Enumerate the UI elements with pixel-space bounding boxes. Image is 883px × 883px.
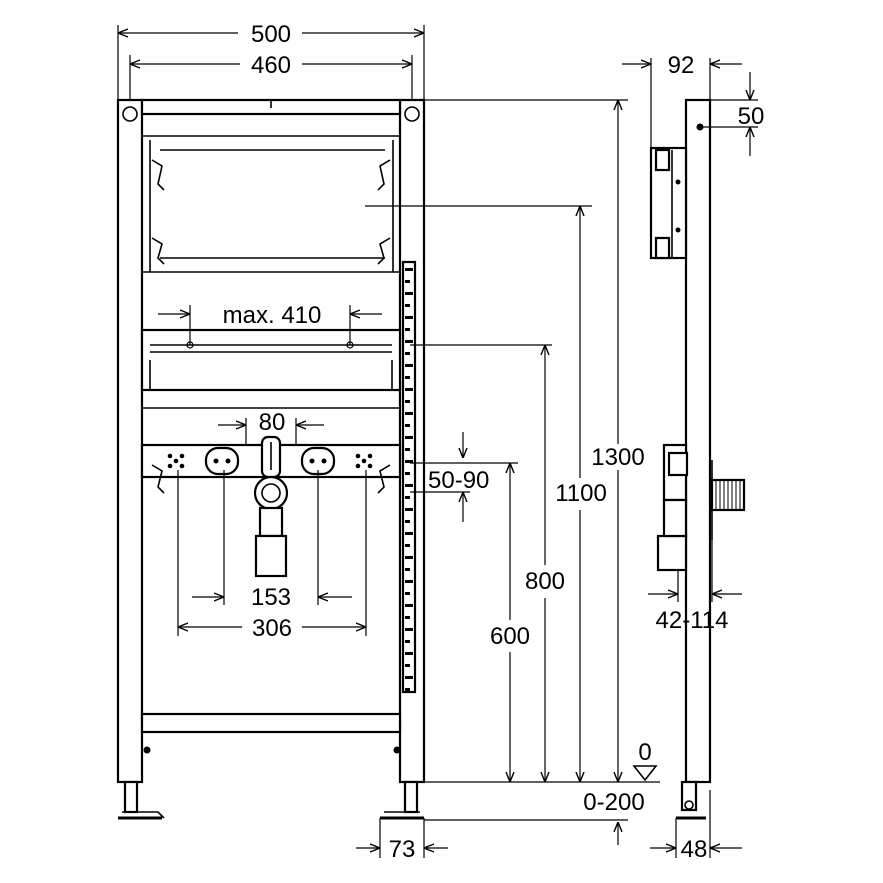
dim-fitting-offset: 50-90 — [428, 467, 489, 494]
dim-depth: 92 — [668, 52, 695, 79]
dim-inner-width: 460 — [251, 52, 291, 79]
dim-top-offset: 50 — [738, 103, 765, 130]
dim-outer-fixing: 306 — [252, 615, 292, 642]
dim-height-600: 600 — [490, 623, 530, 650]
height-scale — [401, 260, 417, 694]
left-top-hole-icon — [122, 106, 138, 122]
dim-floor-level: 0 — [638, 739, 651, 766]
dim-inner-fixing: 153 — [251, 584, 291, 611]
dim-height-800: 800 — [525, 568, 565, 595]
dimension-labels: 500 460 max. 410 80 50-90 153 306 1300 1… — [223, 20, 765, 863]
floor-level-icon — [632, 765, 658, 782]
left-upright — [116, 98, 144, 784]
dim-height-1100: 1100 — [555, 480, 607, 507]
front-view-frame — [116, 98, 426, 820]
dim-foot-adjust: 0-200 — [583, 789, 644, 816]
dim-frame-depth: 48 — [681, 836, 708, 863]
fixing-plate-right — [355, 453, 373, 469]
dim-foot-width: 73 — [389, 836, 416, 863]
dim-total-height: 1300 — [591, 444, 644, 471]
bracket-icon — [151, 159, 165, 191]
left-foot — [118, 780, 165, 820]
drain-pipe — [253, 435, 289, 578]
bottom-rail — [140, 712, 402, 734]
right-foot — [380, 780, 424, 820]
dim-wall-spacing: 42-114 — [656, 607, 729, 634]
side-upright — [684, 98, 712, 784]
fixing-plate-left — [167, 453, 185, 469]
right-top-hole-icon — [404, 106, 420, 122]
dim-max-width: max. 410 — [223, 302, 322, 329]
dimension-lines — [117, 25, 758, 858]
dim-fitting-gap: 80 — [259, 409, 286, 436]
middle-rail — [140, 328, 402, 392]
side-view-frame — [649, 98, 746, 820]
dim-overall-width: 500 — [251, 21, 291, 48]
